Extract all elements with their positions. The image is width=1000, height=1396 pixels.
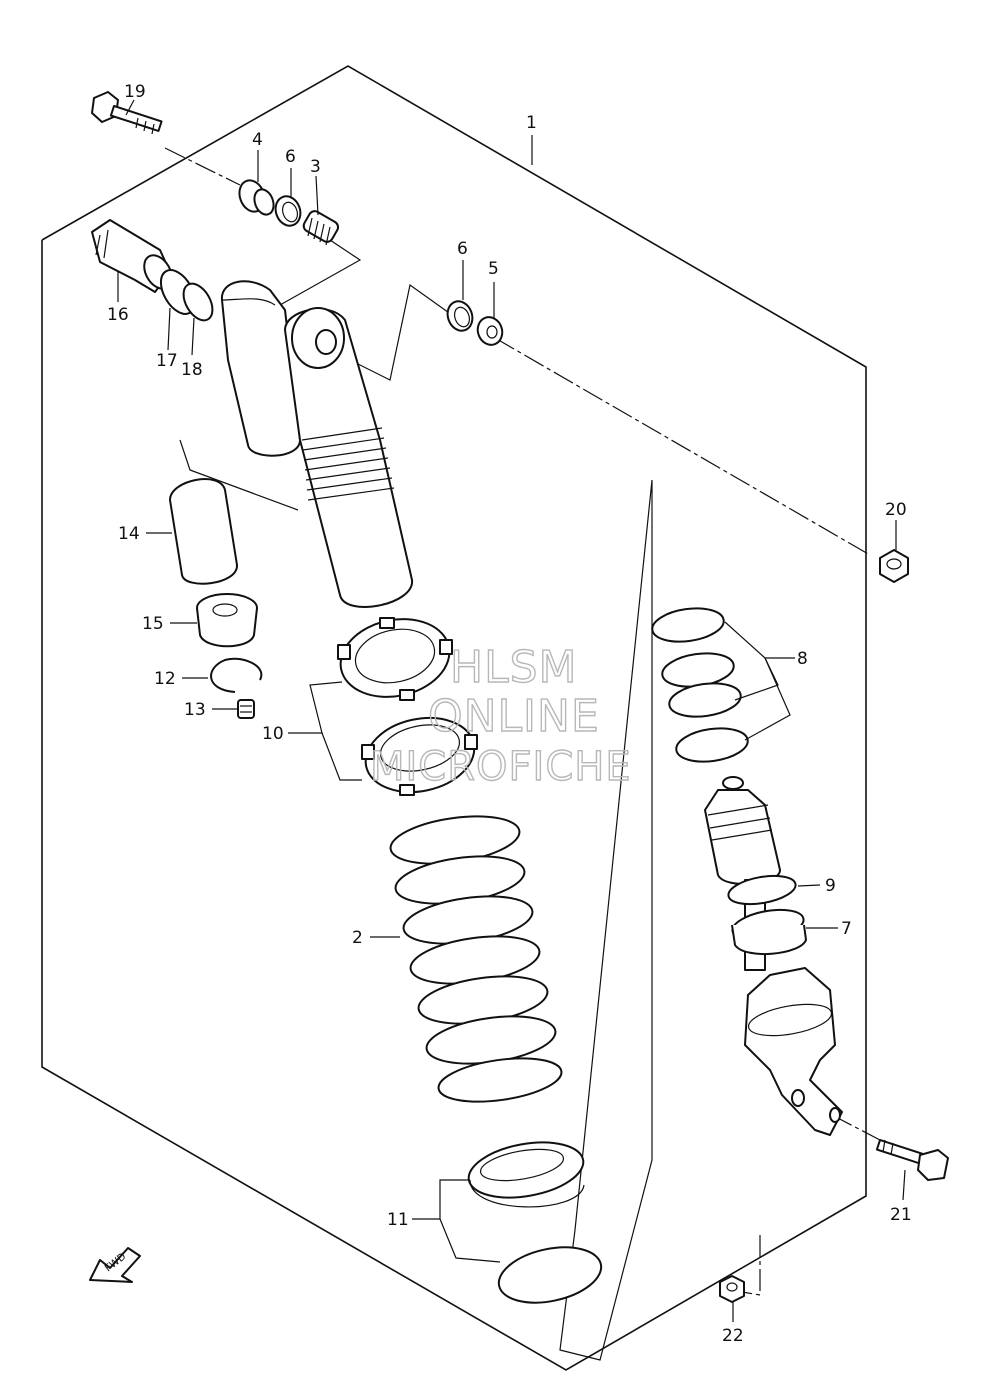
collar-4: [238, 179, 275, 216]
callout-4: 4: [252, 130, 263, 150]
callout-22: 22: [722, 1326, 744, 1346]
watermark-line-2: ONLINE: [428, 691, 600, 742]
callout-6-upper: 6: [285, 147, 296, 167]
assembly-frame: [41, 65, 867, 1371]
valve-13: [237, 699, 255, 719]
callout-3: 3: [310, 157, 321, 177]
watermark: HLSM ONLINE MICROFICHE: [369, 641, 632, 790]
washer-5: [476, 316, 504, 346]
callout-2: 2: [352, 928, 363, 948]
callout-20: 20: [885, 500, 907, 520]
nut-20: [879, 549, 909, 583]
connector-upper: [279, 239, 362, 306]
reservoir-body: [220, 280, 301, 457]
callout-10: 10: [262, 724, 284, 744]
callout-1: 1: [526, 113, 537, 133]
spring-8: [651, 607, 749, 763]
callouts: 19 1 4 6 3 6 5 16 17 18 14 15 12 13 10 2…: [107, 82, 912, 1346]
callout-8: 8: [797, 649, 808, 669]
leader-lines: [117, 99, 906, 1322]
bolt-21: [875, 1139, 949, 1181]
nut-22: [719, 1275, 745, 1303]
callout-16: 16: [107, 305, 129, 325]
centerline-nut: [494, 337, 871, 556]
lower-clevis: [744, 967, 843, 1136]
watermark-line-1: HLSM: [450, 642, 578, 693]
snap-ring-12: [210, 657, 263, 693]
callout-11: 11: [387, 1210, 409, 1230]
fwd-arrow: FWD: [89, 1247, 141, 1283]
o-ring-18: [182, 282, 214, 322]
callout-15: 15: [142, 614, 164, 634]
clip-11: [497, 1246, 603, 1304]
callout-19: 19: [124, 82, 146, 102]
spring-seat-11: [467, 1141, 585, 1208]
subassembly-frame: [559, 479, 653, 1361]
seal-6-lower: [446, 300, 474, 332]
bladder-15: [196, 593, 258, 648]
callout-7: 7: [841, 919, 852, 939]
callout-17: 17: [156, 351, 178, 371]
callout-5: 5: [488, 259, 499, 279]
callout-14: 14: [118, 524, 140, 544]
centerline-lower-nut: [741, 1235, 761, 1296]
connector-eye: [329, 283, 453, 381]
bumper-7: [731, 908, 807, 956]
callout-6-lower: 6: [457, 239, 468, 259]
callout-12: 12: [154, 669, 176, 689]
callout-13: 13: [184, 700, 206, 720]
spring-2: [389, 815, 563, 1103]
bearing-3: [302, 210, 340, 246]
shock-body-1: [284, 307, 414, 608]
callout-18: 18: [181, 360, 203, 380]
callout-21: 21: [890, 1205, 912, 1225]
seal-6-upper: [274, 195, 302, 227]
callout-9: 9: [825, 876, 836, 896]
seal-9: [727, 874, 797, 906]
watermark-line-3: MICROFICHE: [370, 744, 632, 790]
locknut-10-upper: [337, 617, 453, 701]
locknut-10-lower: [361, 716, 478, 796]
centerline-bolt: [164, 147, 241, 186]
cap-14: [169, 478, 239, 585]
bolt-19: [91, 91, 163, 135]
connector-reservoir: [179, 439, 299, 511]
